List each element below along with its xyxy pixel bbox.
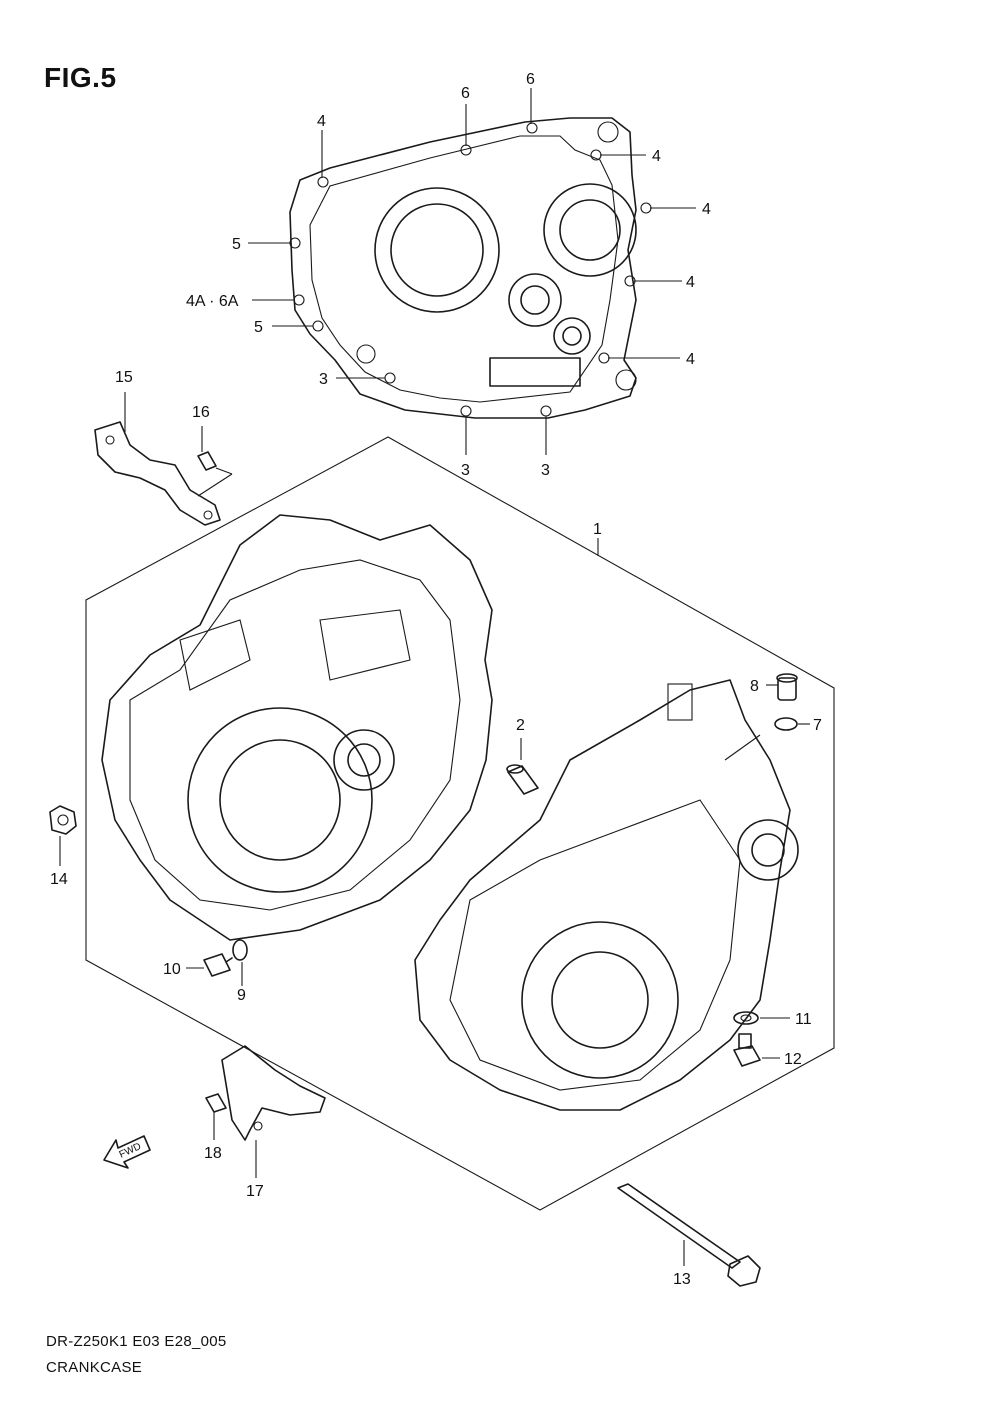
- drain-bolt-and-washer: [186, 939, 248, 986]
- assembly-outline: [85, 436, 835, 1211]
- fwd-label: FWD: [118, 1141, 143, 1161]
- callout-1: 1: [593, 521, 602, 538]
- callout-5: 5: [254, 319, 263, 336]
- left-crankcase-half: [101, 514, 493, 941]
- callout-18: 18: [204, 1145, 222, 1162]
- plug-and-o-ring: [724, 673, 810, 761]
- long-bolt: [617, 1183, 761, 1287]
- dowel-pin: [506, 738, 539, 795]
- bracket-and-bolt: [94, 392, 233, 526]
- callout-17: 17: [246, 1183, 264, 1200]
- callout-7: 7: [813, 717, 822, 734]
- callout-3: 3: [461, 462, 470, 479]
- callout-12: 12: [784, 1051, 802, 1068]
- callout-14: 14: [50, 871, 68, 888]
- section-name: CRANKCASE: [46, 1359, 143, 1376]
- callout-4: 4: [702, 201, 711, 218]
- callout-labels: 6 6 4 4 4 4 4 5 5 4A · 6A 3 3 3 15 16 1 …: [50, 71, 822, 1288]
- callout-8: 8: [750, 678, 759, 695]
- top-view-leader-lines: [248, 88, 696, 455]
- forward-direction-arrow: FWD: [103, 1135, 151, 1169]
- callout-4a-6a: 4A · 6A: [186, 293, 239, 310]
- right-crankcase-half: [414, 679, 799, 1111]
- model-code: DR-Z250K1 E03 E28_005: [46, 1333, 227, 1350]
- callout-13: 13: [673, 1271, 691, 1288]
- callout-11: 11: [795, 1011, 812, 1028]
- callout-9: 9: [237, 987, 246, 1004]
- callout-5: 5: [232, 236, 241, 253]
- callout-4: 4: [686, 274, 695, 291]
- callout-3: 3: [541, 462, 550, 479]
- crankcase-mating-face: [289, 117, 652, 419]
- callout-10: 10: [163, 961, 181, 978]
- callout-15: 15: [115, 369, 133, 386]
- nut-part-14: [49, 805, 77, 866]
- callout-6: 6: [461, 85, 470, 102]
- callout-4: 4: [686, 351, 695, 368]
- callout-4: 4: [317, 113, 326, 130]
- callout-4: 4: [652, 148, 661, 165]
- callout-3: 3: [319, 371, 328, 388]
- callout-2: 2: [516, 717, 525, 734]
- cover-plate-and-bolt: [205, 1045, 326, 1178]
- gasket-and-plug: [733, 1011, 790, 1067]
- callout-16: 16: [192, 404, 210, 421]
- callout-6: 6: [526, 71, 535, 88]
- figure-title: FIG.5: [44, 62, 117, 93]
